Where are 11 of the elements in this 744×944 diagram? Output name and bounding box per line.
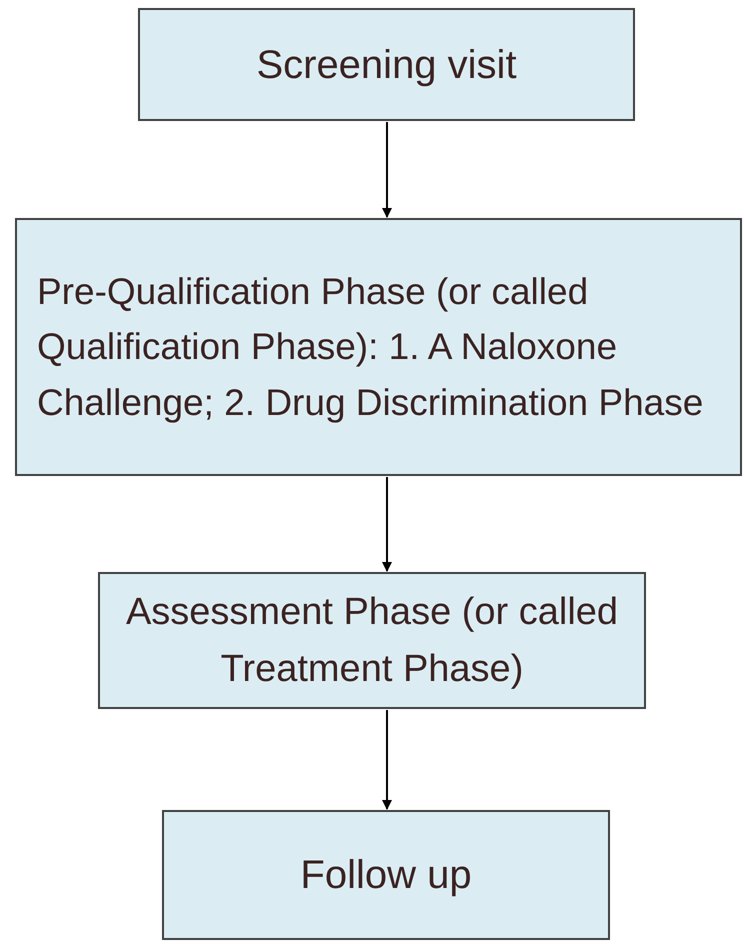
process-box bbox=[162, 810, 610, 940]
arrow bbox=[382, 122, 392, 218]
arrow bbox=[382, 710, 392, 810]
process-box bbox=[15, 218, 742, 476]
box-label: Assessment Phase (or called Treatment Phase) bbox=[124, 590, 620, 692]
box-label: Screening visit bbox=[256, 42, 517, 88]
process-box bbox=[98, 572, 646, 709]
box-label: Pre-Qualification Phase (or called Qualification Phase): 1. A Naloxone Challenge; 2. Drug Discrimination Phase bbox=[37, 270, 704, 425]
arrow bbox=[382, 477, 392, 572]
box-label: Follow up bbox=[300, 852, 472, 899]
process-box bbox=[138, 8, 635, 121]
